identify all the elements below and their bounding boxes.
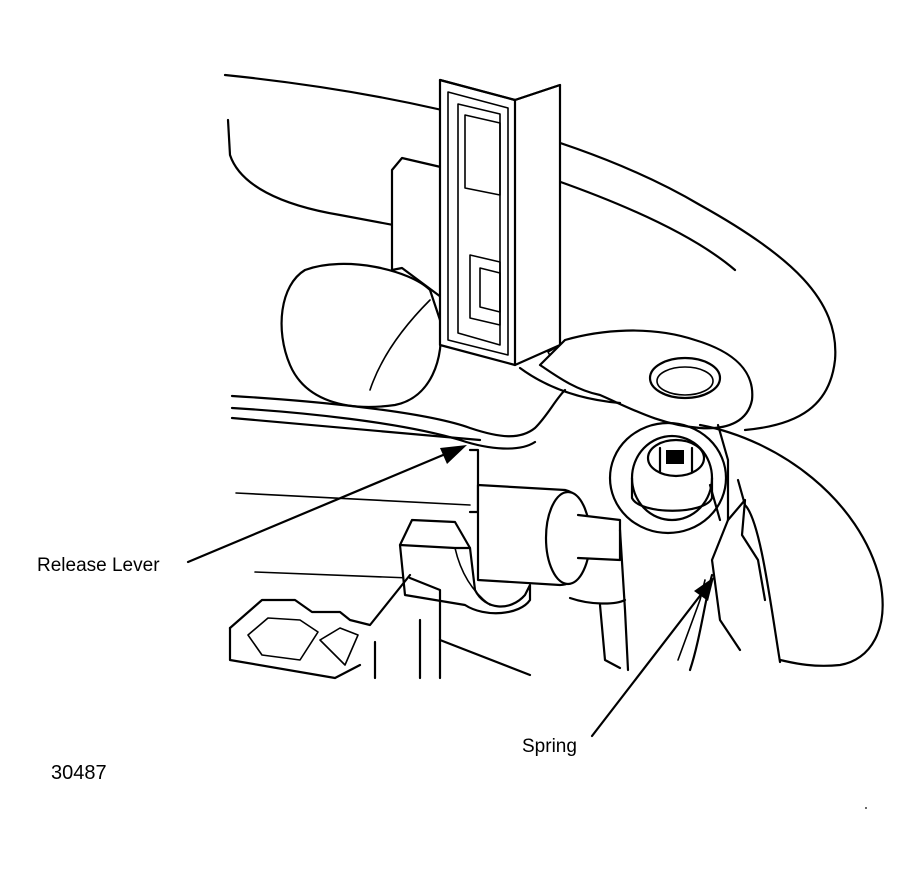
reference-lines [235,492,471,579]
base-frame [228,573,532,680]
figure-number: 30487 [51,762,107,784]
shaft-assembly [468,448,622,587]
spring-label: Spring [522,736,577,757]
mounting-bracket [518,329,754,430]
upright-handle [438,78,569,367]
housing-cover [223,73,837,432]
spring-post [568,421,728,672]
spring-leader [590,577,714,738]
release-lever-label: Release Lever [37,555,160,576]
release-lever-arm [230,388,567,450]
release-lever-leader [186,445,467,564]
bushing-block [398,518,532,615]
speck [865,807,867,809]
rounded-knob [280,262,442,408]
